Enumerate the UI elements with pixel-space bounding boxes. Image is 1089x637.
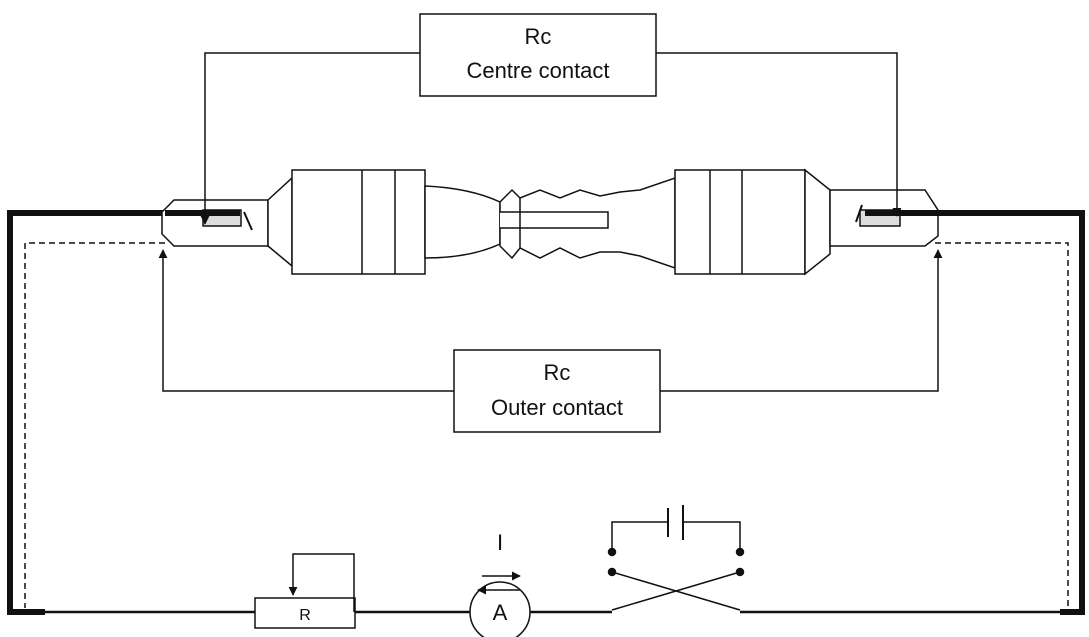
left-connector bbox=[161, 169, 501, 275]
outer-contact-left-lead bbox=[158, 249, 454, 392]
right-connector bbox=[674, 168, 939, 276]
outer-contact-box bbox=[453, 349, 661, 433]
current-loop-wire bbox=[7, 210, 1085, 615]
resistor-wiper bbox=[288, 553, 355, 612]
outer-contact-measurement: Rc Outer contact bbox=[158, 249, 943, 433]
centre-contact-label: Centre contact bbox=[466, 58, 609, 83]
reversing-switch-battery bbox=[607, 505, 745, 611]
outer-contact-label: Outer contact bbox=[491, 395, 623, 420]
ammeter-label: A bbox=[493, 600, 508, 625]
variable-resistor: R bbox=[254, 553, 356, 629]
switch-cross-wire-2 bbox=[611, 571, 741, 611]
centre-contact-rc-label: Rc bbox=[525, 24, 552, 49]
resistor-label: R bbox=[299, 607, 311, 624]
centre-contact-left-lead bbox=[200, 52, 420, 225]
outer-contact-right-lead bbox=[660, 249, 943, 392]
current-label: I bbox=[497, 530, 503, 555]
centre-contact-measurement: Rc Centre contact bbox=[200, 13, 902, 225]
ammeter: A bbox=[469, 581, 531, 637]
centre-contact-box bbox=[419, 13, 657, 97]
mating-interface bbox=[499, 176, 676, 270]
sense-loop-wire bbox=[24, 242, 1069, 608]
centre-contact-right-lead bbox=[656, 52, 902, 217]
current-direction-indicator: I bbox=[477, 530, 521, 595]
outer-contact-rc-label: Rc bbox=[544, 360, 571, 385]
